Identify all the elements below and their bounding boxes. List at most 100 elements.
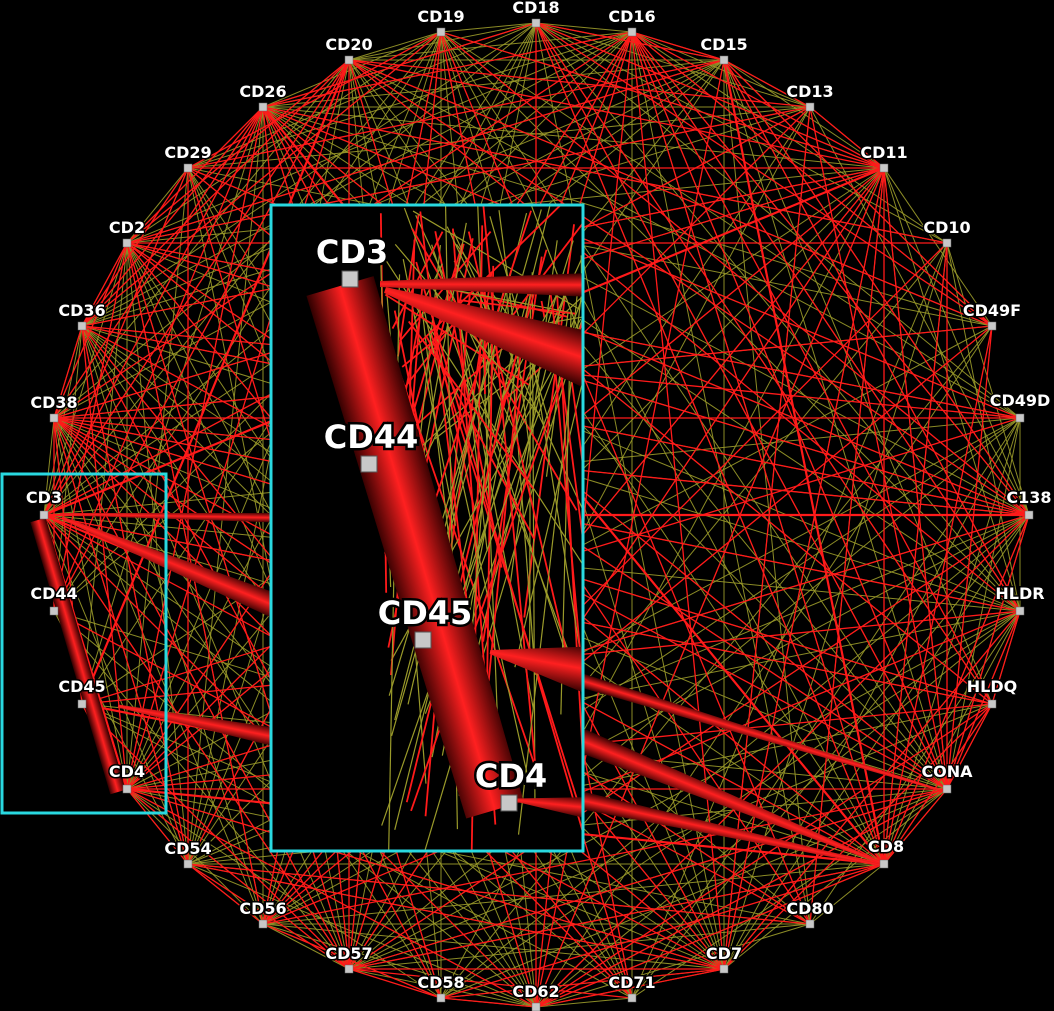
node-marker <box>258 919 268 929</box>
strong-edge <box>883 167 948 790</box>
node-cd49f: CD49F <box>961 300 1023 331</box>
node-marker <box>183 163 193 173</box>
node-label: CD20 <box>325 35 372 54</box>
node-cd3: CD3 <box>24 487 64 520</box>
strong-edge <box>187 863 350 970</box>
strong-edge <box>348 59 1030 516</box>
node-marker <box>719 964 729 974</box>
weak-edge <box>187 106 811 169</box>
weak-edge <box>348 417 1021 970</box>
weak-edge <box>187 31 633 169</box>
node-marker <box>183 859 193 869</box>
strong-edge <box>126 59 350 244</box>
node-marker <box>719 55 729 65</box>
weak-edge <box>946 242 1030 516</box>
weak-edge <box>53 417 264 925</box>
weak-edge <box>723 242 948 970</box>
weak-edge <box>53 59 350 419</box>
zoom-node-label: CD44 <box>324 418 419 456</box>
tube-cd3-right <box>61 516 295 625</box>
zoom-tube-cd45-right <box>489 646 583 694</box>
node-cd57: CD57 <box>324 943 374 974</box>
zoom-edge <box>381 282 571 826</box>
node-label: CD8 <box>868 837 904 856</box>
strong-edge <box>187 863 264 925</box>
weak-edge <box>348 31 442 61</box>
node-label: CD71 <box>608 973 655 992</box>
node-marker <box>942 784 952 794</box>
node-label: CD62 <box>512 982 559 1001</box>
node-cona: CONA <box>920 761 975 794</box>
strong-edge <box>440 31 885 169</box>
weak-edge <box>262 514 1030 925</box>
zoom-node-cd44: CD44 <box>321 416 421 473</box>
node-cd80: CD80 <box>785 898 835 929</box>
strong-edge <box>187 863 811 925</box>
weak-edge <box>723 59 885 169</box>
node-cd56: CD56 <box>238 898 288 929</box>
node-cd58: CD58 <box>416 972 466 1003</box>
strong-edge <box>631 31 993 705</box>
strong-edge <box>348 59 993 327</box>
strong-edge <box>440 997 537 1008</box>
strong-edge <box>81 325 442 999</box>
weak-edge <box>883 417 1021 865</box>
node-label: CD36 <box>58 301 105 320</box>
strong-edge <box>883 514 1030 865</box>
strong-edge <box>631 31 725 970</box>
node-marker <box>77 699 87 709</box>
node-marker <box>1015 606 1025 616</box>
zoom-node-cd3: CD3 <box>313 231 391 288</box>
node-cd38: CD38 <box>29 392 79 423</box>
zoom-edge <box>501 221 583 331</box>
strong-edge <box>883 788 948 865</box>
node-label: CD10 <box>923 218 970 237</box>
weak-edge <box>43 417 55 516</box>
zoom-edge <box>540 300 546 318</box>
weak-edge <box>348 59 885 865</box>
node-label: CD58 <box>417 973 464 992</box>
zoom-edge <box>384 293 530 386</box>
strong-edge <box>126 788 350 970</box>
node-marker <box>49 413 59 423</box>
strong-edge <box>535 167 885 1008</box>
node-label: CD18 <box>512 0 559 17</box>
weak-edge <box>440 31 1021 419</box>
node-label: CD7 <box>706 944 742 963</box>
node-marker <box>1024 510 1034 520</box>
node-cd10: CD10 <box>922 217 972 248</box>
node-marker <box>627 993 637 1003</box>
node-cd29: CD29 <box>163 142 213 173</box>
strong-edge <box>81 325 189 865</box>
zoom-edge <box>411 228 578 511</box>
strong-edge <box>126 106 264 244</box>
zoom-edge <box>413 263 443 320</box>
node-label: HLDQ <box>967 677 1017 696</box>
node-marker <box>258 102 268 112</box>
strong-edge <box>348 59 885 169</box>
zoom-edge <box>415 261 583 832</box>
node-label: CD16 <box>608 7 655 26</box>
node-label: CD45 <box>58 677 105 696</box>
zoom-edge <box>514 377 583 668</box>
strong-edge <box>440 863 885 999</box>
node-marker <box>122 784 132 794</box>
zoom-node-label: CD45 <box>378 594 473 632</box>
strong-edge <box>348 59 1021 612</box>
node-label: HLDR <box>995 584 1044 603</box>
strong-edge <box>723 610 1021 970</box>
strong-edge <box>126 788 189 865</box>
node-marker <box>77 321 87 331</box>
node-marker <box>805 102 815 112</box>
strong-edge <box>631 31 1030 516</box>
node-label: CD4 <box>109 762 145 781</box>
zoom-edge <box>459 299 576 315</box>
node-cd15: CD15 <box>699 34 749 65</box>
strong-edge <box>53 417 350 970</box>
node-marker <box>531 18 541 28</box>
strong-edge <box>81 106 264 327</box>
weak-edge <box>440 325 993 999</box>
strong-edge <box>43 514 350 970</box>
weak-edge <box>126 31 633 244</box>
node-cd62: CD62 <box>511 981 561 1011</box>
